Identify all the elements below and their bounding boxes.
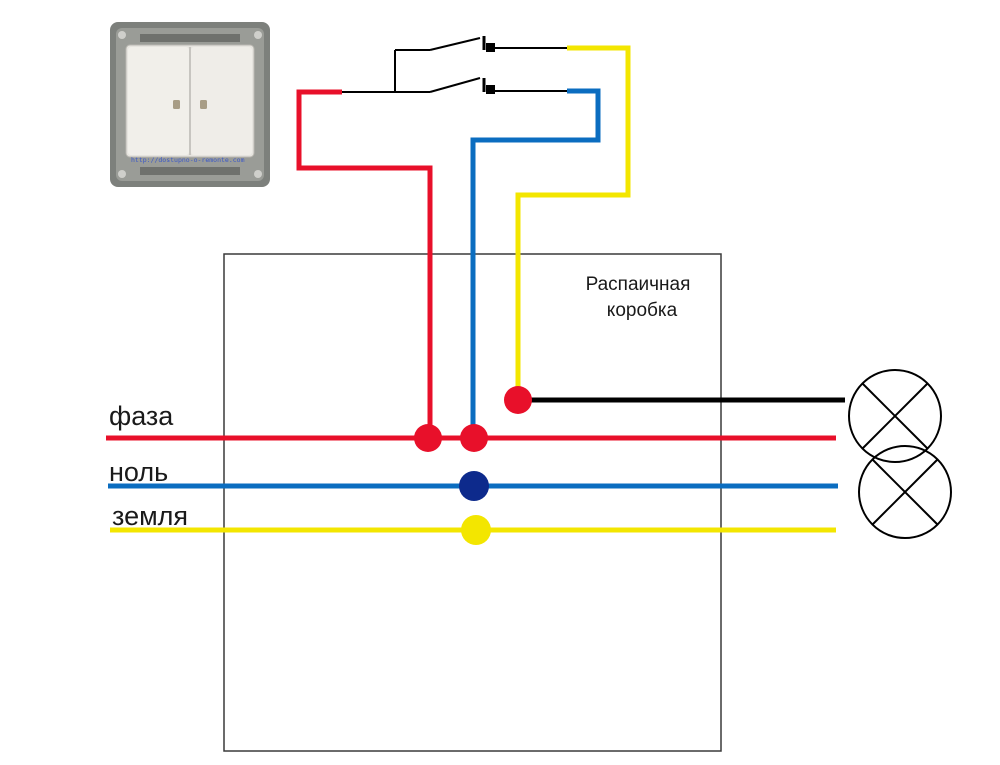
photo-watermark-url: http://dostupno-o-remonte.com (131, 156, 245, 164)
indicator-left-icon (173, 100, 180, 109)
junction-box-label-line2: коробка (607, 300, 678, 321)
switch-key-right (191, 47, 252, 155)
connection-node-phase-left (414, 424, 442, 452)
lamp-1-icon (848, 369, 942, 463)
connection-node-phase-right (460, 424, 488, 452)
switch-contacts-schematic (342, 36, 567, 94)
neutral-label: ноль (109, 457, 168, 487)
earth-label: земля (112, 501, 188, 531)
double-switch-photo: http://dostupno-o-remonte.com (110, 22, 270, 187)
switched-wire-yellow (515, 45, 631, 398)
connection-node-neutral (459, 471, 489, 501)
switch-key-left (128, 47, 189, 155)
indicator-right-icon (200, 100, 207, 109)
junction-box-label-line1: Распаичная (586, 274, 691, 295)
lamp-2-icon (858, 445, 952, 539)
switched-wire-blue (470, 88, 601, 436)
phase-label: фаза (109, 401, 174, 431)
phase-wire-to-switch (296, 89, 433, 436)
connection-node-earth (461, 515, 491, 545)
connection-node-switched (504, 386, 532, 414)
